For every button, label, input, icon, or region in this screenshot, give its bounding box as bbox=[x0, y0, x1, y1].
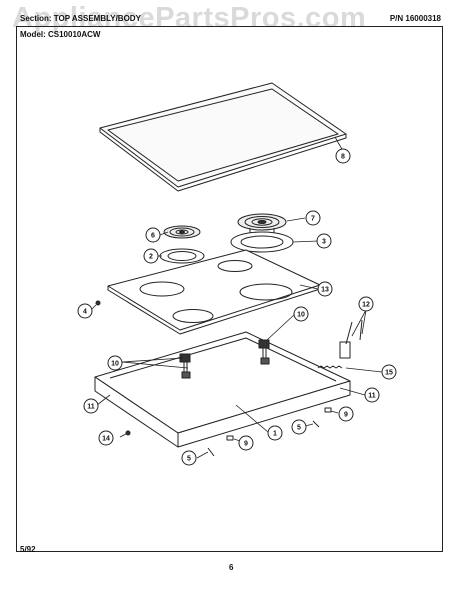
callout-label: 1 bbox=[273, 431, 277, 438]
callout-label: 2 bbox=[149, 254, 153, 261]
large-drip-bowl bbox=[230, 231, 294, 253]
cooktop-body bbox=[94, 331, 351, 448]
page-number: 6 bbox=[229, 563, 234, 572]
callout-label: 6 bbox=[151, 233, 155, 240]
callout-7: 7 bbox=[305, 210, 321, 226]
callout-8: 8 bbox=[335, 148, 351, 164]
callout-11: 11 bbox=[364, 387, 380, 403]
callout-15: 15 bbox=[381, 364, 397, 380]
model-number: Model: CS10010ACW bbox=[20, 30, 101, 39]
small-surface-element bbox=[163, 225, 201, 239]
callout-14: 14 bbox=[98, 430, 114, 446]
callout-label: 4 bbox=[83, 309, 87, 316]
callout-label: 15 bbox=[385, 370, 393, 377]
callout-label: 9 bbox=[244, 441, 248, 448]
callout-11: 11 bbox=[83, 398, 99, 414]
callout-9: 9 bbox=[238, 435, 254, 451]
large-surface-element bbox=[237, 213, 287, 233]
callout-label: 14 bbox=[102, 436, 110, 443]
screw-14 bbox=[125, 430, 131, 436]
main-top bbox=[107, 249, 321, 335]
callout-label: 11 bbox=[368, 393, 376, 400]
callout-label: 3 bbox=[322, 239, 326, 246]
terminal-block bbox=[339, 319, 363, 359]
screw-5a bbox=[207, 447, 215, 457]
callout-9: 9 bbox=[338, 406, 354, 422]
part-number: P/N 16000318 bbox=[389, 14, 441, 23]
screw-4 bbox=[95, 300, 101, 306]
callout-2: 2 bbox=[143, 248, 159, 264]
callout-4: 4 bbox=[77, 303, 93, 319]
callout-label: 5 bbox=[187, 456, 191, 463]
callout-label: 10 bbox=[111, 361, 119, 368]
glass-top bbox=[99, 82, 347, 192]
callout-label: 7 bbox=[311, 216, 315, 223]
callout-label: 5 bbox=[297, 425, 301, 432]
callout-12: 12 bbox=[358, 296, 374, 312]
watermark-text: AppliancePartsPros.com bbox=[12, 2, 367, 34]
callout-1: 1 bbox=[267, 425, 283, 441]
clip-9a bbox=[226, 435, 234, 441]
callout-10: 10 bbox=[107, 355, 123, 371]
callout-label: 13 bbox=[321, 287, 329, 294]
infinite-switch-right bbox=[258, 339, 270, 365]
callout-label: 12 bbox=[362, 302, 370, 309]
callout-13: 13 bbox=[317, 281, 333, 297]
callout-label: 8 bbox=[341, 154, 345, 161]
callout-3: 3 bbox=[316, 233, 332, 249]
small-drip-bowl bbox=[159, 248, 205, 264]
wire-harness-spring bbox=[317, 365, 343, 369]
diagram-frame bbox=[16, 26, 443, 552]
callout-label: 10 bbox=[297, 312, 305, 319]
callout-10: 10 bbox=[293, 306, 309, 322]
callout-label: 9 bbox=[344, 412, 348, 419]
screw-5b bbox=[312, 420, 320, 428]
callout-5: 5 bbox=[181, 450, 197, 466]
callout-6: 6 bbox=[145, 227, 161, 243]
section-title: Section: TOP ASSEMBLY/BODY bbox=[20, 14, 141, 23]
clip-9b bbox=[324, 407, 332, 413]
callout-label: 11 bbox=[87, 404, 95, 411]
revision-date: 5/92 bbox=[20, 545, 36, 554]
callout-5: 5 bbox=[291, 419, 307, 435]
